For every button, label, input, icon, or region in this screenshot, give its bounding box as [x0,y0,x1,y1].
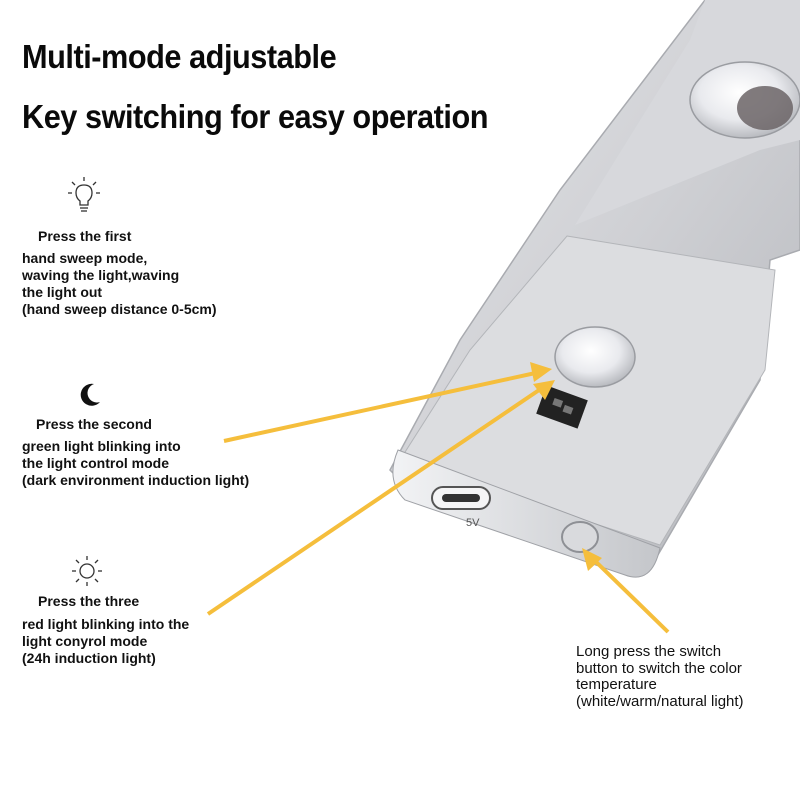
headline-line-1: Multi-mode adjustable [22,38,337,75]
port-label: 5V [466,517,480,529]
light-sensor [536,385,588,429]
mode-1-line: (hand sweep distance 0-5cm) [22,301,217,317]
switch-annotation-line: Long press the switch [576,643,722,660]
mode-2-line: (dark environment induction light) [22,472,250,488]
switch-annotation-line: button to switch the color [576,659,742,677]
switch-button [561,521,599,553]
mode-3-line: (24h induction light) [22,650,156,666]
sun-icon [72,556,102,586]
sensor-panel [399,235,776,546]
mode-1-line: waving the light,waving [22,267,180,283]
arrows [206,362,670,634]
mode-2-heading: Press the second [36,416,152,432]
lightbulb-icon [68,177,100,212]
mode-1-line: hand sweep mode, [22,250,148,266]
moon-icon [80,383,100,406]
mode-2-line: green light blinking into [22,438,181,454]
switch-annotation-line: (white/warm/natural light) [576,692,744,710]
mode-3-heading: Press the three [38,593,140,609]
mode-1-line: the light out [22,284,103,300]
mode-3-line: red light blinking into the [22,616,190,632]
switch-annotation: Long press the switch button to switch t… [576,643,744,710]
mode-2-description: green light blinking into the light cont… [22,438,249,489]
switch-annotation-line: temperature [576,676,657,693]
mode-2-line: the light control mode [22,455,169,471]
mode-1-heading: Press the first [38,228,132,244]
pir-sensor [554,326,636,388]
headline-line-2: Key switching for easy operation [22,98,489,135]
mode-3-line: light conyrol mode [22,633,148,649]
mode-1-description: hand sweep mode, waving the light,waving… [22,250,217,318]
mode-3-description: red light blinking into the light conyro… [22,616,189,667]
housing-top [575,0,800,225]
